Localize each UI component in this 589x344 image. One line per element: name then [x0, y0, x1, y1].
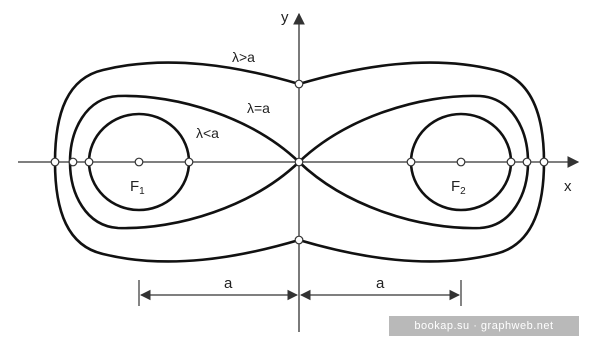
point: [68, 157, 78, 167]
point: [184, 157, 194, 167]
axis-label-y: y: [281, 9, 289, 26]
axis-intersection-points: [50, 79, 549, 245]
point: [539, 157, 549, 167]
dimension-label-right: a: [376, 275, 385, 292]
point: [84, 157, 94, 167]
label-lambda-equal: λ=a: [247, 100, 270, 116]
point: [506, 157, 516, 167]
label-lambda-less: λ<a: [196, 125, 219, 141]
point: [294, 79, 304, 89]
dimension-label-left: a: [224, 275, 233, 292]
label-lambda-greater: λ>a: [232, 49, 255, 65]
point: [294, 157, 304, 167]
watermark-badge: bookap.su · graphweb.net: [389, 316, 579, 336]
point: [294, 235, 304, 245]
point: [406, 157, 416, 167]
focus-label-left: F1: [130, 178, 145, 197]
axis-label-x: x: [564, 178, 572, 195]
point: [50, 157, 60, 167]
focus-point-right: [456, 157, 466, 167]
point: [522, 157, 532, 167]
focus-label-right: F2: [451, 178, 466, 197]
focus-point-left: [134, 157, 144, 167]
watermark-text: bookap.su · graphweb.net: [414, 320, 554, 332]
